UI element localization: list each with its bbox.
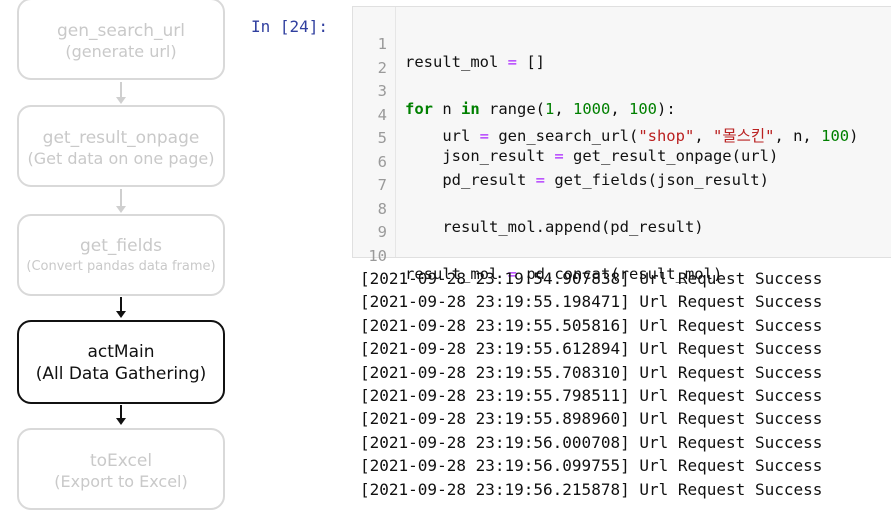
line-number: 10 (368, 246, 387, 265)
flow-arrow (116, 405, 126, 425)
output-line: [2021-09-28 23:19:55.798511] Url Request… (360, 385, 823, 405)
flow-box-toexcel: toExcel (Export to Excel) (17, 428, 225, 510)
line-number: 6 (377, 152, 387, 171)
flow-box-title: get_result_onpage (42, 128, 200, 148)
code-line: 10 result_mol = pd.concat(result_mol) (353, 229, 891, 283)
flow-box-subtitle: (generate url) (65, 42, 177, 61)
line-number-gutter (353, 7, 396, 257)
output-line: [2021-09-28 23:19:55.505816] Url Request… (360, 315, 823, 335)
line-number: 9 (377, 223, 387, 241)
code-line: 6 pd_result = get_fields(json_result) (353, 135, 891, 189)
flow-box-subtitle: (Get data on one page) (27, 149, 215, 168)
code-line: 8 result_mol.append(pd_result) (353, 182, 891, 236)
cell-prompt: In [24]: (251, 17, 329, 36)
code-cell[interactable]: 1 result_mol = [] 2 3 for n in range(1, … (352, 6, 891, 283)
line-number: 1 (377, 35, 387, 53)
flow-box-title: gen_search_url (57, 21, 185, 41)
output-line: [2021-09-28 23:19:55.708310] Url Request… (360, 362, 823, 382)
code-line: 9 (353, 205, 891, 241)
output-line: [2021-09-28 23:19:56.099755] Url Request… (360, 456, 823, 476)
output-line: [2021-09-28 23:19:56.000708] Url Request… (360, 432, 823, 452)
line-number: 7 (377, 176, 387, 194)
flow-box-gen-search-url: gen_search_url (generate url) (17, 0, 225, 80)
line-number: 2 (377, 58, 387, 77)
line-number: 3 (377, 82, 387, 100)
output-line: [2021-09-28 23:19:56.215878] Url Request… (360, 479, 823, 499)
flow-arrow (116, 297, 126, 318)
flow-box-title: get_fields (80, 236, 162, 256)
flow-box-subtitle: (Export to Excel) (54, 472, 188, 491)
flow-box-subtitle: (Convert pandas data frame) (26, 259, 216, 274)
code-line: 4 url = gen_search_url("shop", "몰스킨", n,… (353, 88, 891, 145)
code-line: 3 for n in range(1, 1000, 100): (353, 64, 891, 118)
line-number: 4 (377, 105, 387, 124)
code-line: 5 json_result = get_result_onpage(url) (353, 111, 891, 165)
flow-box-actmain: actMain (All Data Gathering) (17, 320, 225, 404)
flow-box-get-fields: get_fields (Convert pandas data frame) (17, 214, 225, 296)
flow-box-title: toExcel (89, 451, 153, 471)
output-line: [2021-09-28 23:19:55.198471] Url Request… (360, 292, 823, 312)
code-line: 1 result_mol = [] (353, 17, 891, 71)
output-line: [2021-09-28 23:19:54.907838] Url Request… (360, 269, 823, 288)
flow-box-title: actMain (87, 342, 155, 362)
code-line: 2 (353, 41, 891, 77)
line-number: 8 (377, 199, 387, 218)
cell-output: [2021-09-28 23:19:54.907838] Url Request… (360, 267, 822, 501)
output-line: [2021-09-28 23:19:55.898960] Url Request… (360, 409, 823, 429)
flow-box-get-result-onpage: get_result_onpage (Get data on one page) (17, 105, 225, 187)
flow-box-subtitle: (All Data Gathering) (35, 364, 207, 384)
flow-arrow (116, 189, 126, 213)
line-number: 5 (377, 129, 387, 147)
flow-arrow (116, 82, 126, 104)
code-line: 7 (353, 158, 891, 194)
output-line: [2021-09-28 23:19:55.612894] Url Request… (360, 339, 823, 359)
